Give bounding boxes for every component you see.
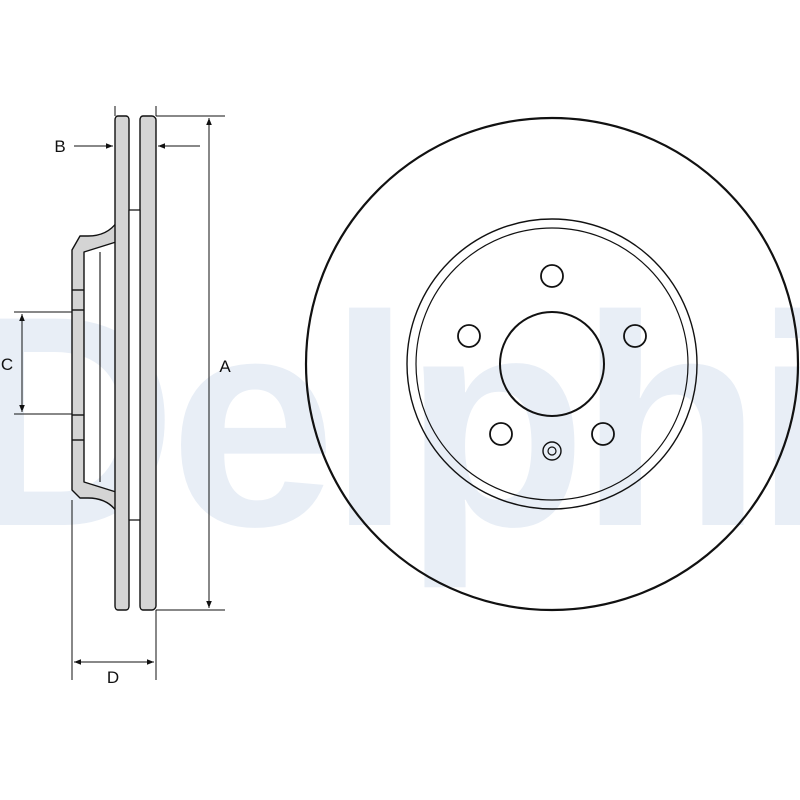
center-bore [499,311,605,417]
outer-friction-plate [114,115,130,611]
dimension-a [156,115,225,611]
dimension-b [74,106,200,149]
stud-hole [623,324,647,348]
dimension-d [71,500,157,680]
disc-front-view [304,116,800,612]
stud-hole [457,324,481,348]
inner-friction-plate [139,115,157,611]
stud-hole [591,422,615,446]
dimension-c-label: C [1,355,13,374]
locating-pin-hole [542,441,562,461]
dimension-a-label: A [219,357,231,376]
dimension-b-label: B [54,137,65,156]
dimension-d-label: D [107,668,119,687]
locating-pin-hole-inner [547,446,557,456]
disc-side-view [71,115,157,611]
hat-outer-ring [406,218,698,510]
cooling-vane [128,209,141,521]
stud-hole [540,264,564,288]
disc-outer-edge [304,116,800,612]
hat-inner-ring [415,227,689,501]
stud-hole [489,422,513,446]
dimension-c [14,311,72,415]
